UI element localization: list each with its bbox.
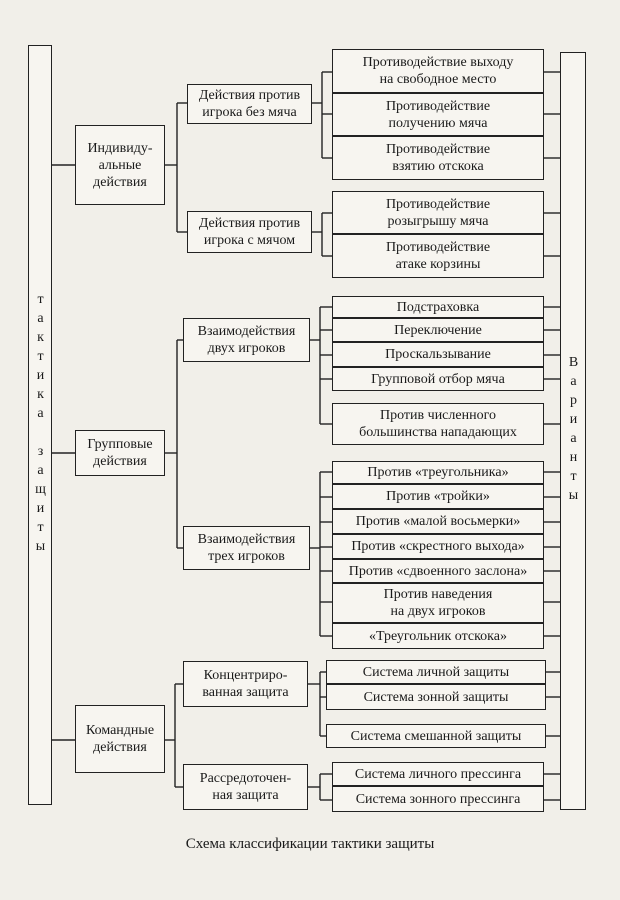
leaf-item: Система личного прессинга (332, 762, 544, 786)
subgroup-two-players: Взаимодействия двух игроков (183, 318, 310, 362)
leaf-item: Против «треугольника» (332, 461, 544, 484)
leaf-item: Система личной защиты (326, 660, 546, 684)
leaf-item: Противодействие розыгрышу мяча (332, 191, 544, 234)
leaf-item: Против наведения на двух игроков (332, 583, 544, 623)
leaf-item: Групповой отбор мяча (332, 367, 544, 391)
leaf-item: «Треугольник отскока» (332, 623, 544, 649)
leaf-item: Против «малой восьмерки» (332, 509, 544, 534)
leaf-item: Проскальзывание (332, 342, 544, 367)
group-individual: Индивиду- альные действия (75, 125, 165, 205)
subgroup-vs-player-with-ball: Действия против игрока с мячом (187, 211, 312, 253)
leaf-item: Противодействие выходу на свободное мест… (332, 49, 544, 93)
group-team: Командные действия (75, 705, 165, 773)
leaf-item: Против «сдвоенного заслона» (332, 559, 544, 583)
leaf-item: Противодействие атаке корзины (332, 234, 544, 278)
subgroup-vs-player-without-ball: Действия против игрока без мяча (187, 84, 312, 124)
variants-box: Варианты (560, 52, 586, 810)
leaf-item: Противодействие получению мяча (332, 93, 544, 136)
leaf-item: Система зонного прессинга (332, 786, 544, 812)
leaf-item: Подстраховка (332, 296, 544, 318)
leaf-item: Против численного большинства нападающих (332, 403, 544, 445)
subgroup-dispersed: Рассредоточен- ная защита (183, 764, 308, 810)
leaf-item: Переключение (332, 318, 544, 342)
diagram-caption: Схема классификации тактики защиты (185, 836, 435, 852)
leaf-item: Система зонной защиты (326, 684, 546, 710)
leaf-item: Система смешанной защиты (326, 724, 546, 748)
leaf-item: Противодействие взятию отскока (332, 136, 544, 180)
root-label: тактика защиты (33, 292, 48, 558)
leaf-item: Против «тройки» (332, 484, 544, 509)
group-collective: Групповые действия (75, 430, 165, 476)
variants-label: Варианты (566, 355, 581, 507)
root-box: тактика защиты (28, 45, 52, 805)
leaf-item: Против «скрестного выхода» (332, 534, 544, 559)
subgroup-three-players: Взаимодействия трех игроков (183, 526, 310, 570)
subgroup-concentrated: Концентриро- ванная защита (183, 661, 308, 707)
